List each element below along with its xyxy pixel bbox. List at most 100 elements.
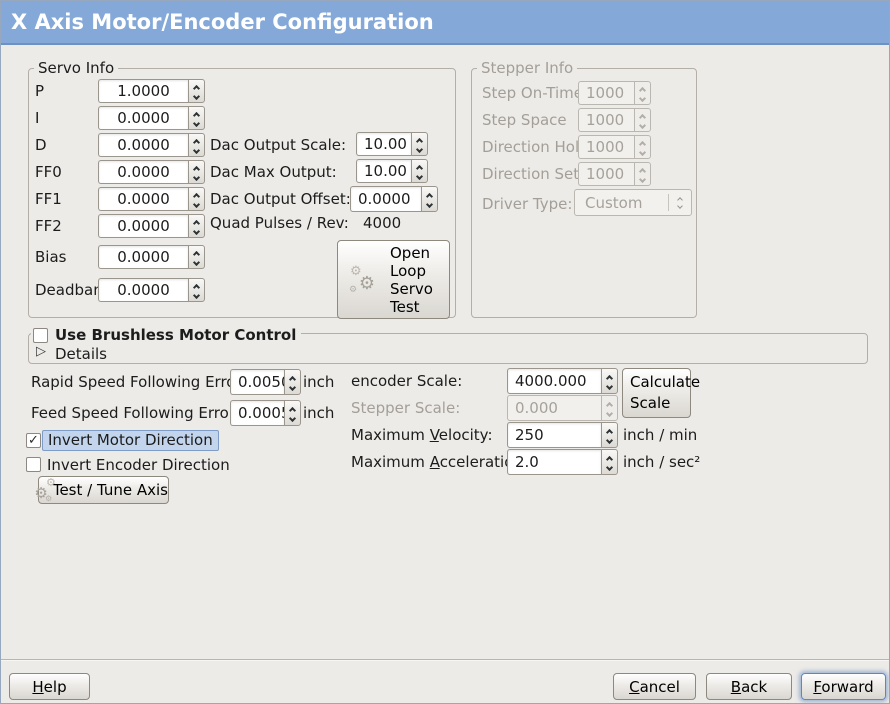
feed-following-error-input[interactable]: 0.0005 — [230, 400, 284, 426]
d-input[interactable]: 0.0000 — [98, 133, 188, 157]
rapid-following-error-spinbox[interactable]: 0.0050 — [230, 369, 301, 395]
bias-spinbox[interactable]: 0.0000 — [98, 245, 205, 269]
step-on-time-label: Step On-Time — [482, 84, 583, 102]
direction-hold-spinbox: 1000 — [578, 135, 651, 159]
dac-max-output-label: Dac Max Output: — [210, 163, 337, 181]
direction-setup-spin-buttons — [634, 162, 651, 186]
dac-output-offset-input[interactable]: 0.0000 — [350, 186, 421, 212]
max-velocity-spinbox[interactable]: 250 — [507, 422, 618, 448]
p-input[interactable]: 1.0000 — [98, 79, 188, 103]
encoder-scale-input[interactable]: 4000.000 — [507, 368, 601, 394]
dac-max-output-input[interactable]: 10.00 — [356, 159, 411, 183]
deadband-spinbox[interactable]: 0.0000 — [98, 278, 205, 302]
stepper-scale-spinbox: 0.000 — [507, 395, 618, 421]
rapid-following-error-label: Rapid Speed Following Error: — [31, 373, 247, 391]
dac-max-output-spin-buttons[interactable] — [411, 159, 428, 183]
ff0-label: FF0 — [35, 163, 62, 181]
check-icon: ✓ — [28, 433, 39, 448]
feed-following-error-spin-buttons[interactable] — [284, 400, 301, 426]
header-bar: X Axis Motor/Encoder Configuration — [1, 1, 889, 45]
dac-output-scale-spin-buttons[interactable] — [411, 132, 428, 156]
rapid-following-error-unit: inch — [303, 373, 335, 391]
dac-output-offset-spin-buttons[interactable] — [421, 186, 438, 212]
forward-button[interactable]: Forward — [801, 673, 886, 700]
action-area-separator — [1, 659, 889, 660]
test-tune-axis-button[interactable]: ⚙⚙⚙ Test / Tune Axis — [34, 476, 169, 504]
max-velocity-spin-buttons[interactable] — [601, 422, 618, 448]
dac-output-scale-spinbox[interactable]: 10.00 — [356, 132, 428, 156]
details-expander-label[interactable]: Details — [55, 345, 108, 363]
d-spinbox[interactable]: 0.0000 — [98, 133, 205, 157]
ff2-spinbox[interactable]: 0.0000 — [98, 214, 205, 238]
dac-max-output-spinbox[interactable]: 10.00 — [356, 159, 428, 183]
step-space-spinbox: 1000 — [578, 108, 651, 132]
step-space-input: 1000 — [578, 108, 634, 132]
step-on-time-input: 1000 — [578, 81, 634, 105]
stepper-scale-label: Stepper Scale: — [351, 399, 461, 417]
test-tune-axis-label: Test / Tune Axis — [52, 481, 168, 499]
bias-spin-buttons[interactable] — [188, 245, 205, 269]
encoder-scale-spin-buttons[interactable] — [601, 368, 618, 394]
cancel-button[interactable]: Cancel — [613, 673, 696, 700]
quad-pulses-label: Quad Pulses / Rev: — [210, 214, 349, 232]
feed-following-error-spinbox[interactable]: 0.0005 — [230, 400, 301, 426]
bias-label: Bias — [35, 248, 67, 266]
help-button[interactable]: Help — [9, 673, 90, 700]
ff2-input[interactable]: 0.0000 — [98, 214, 188, 238]
max-acceleration-spinbox[interactable]: 2.0 — [507, 449, 618, 475]
ff1-spinbox[interactable]: 0.0000 — [98, 187, 205, 211]
invert-encoder-checkbox[interactable] — [26, 457, 41, 472]
dac-output-scale-label: Dac Output Scale: — [210, 136, 347, 154]
p-label: P — [35, 82, 45, 100]
calculate-scale-button[interactable]: Calculate Scale — [622, 368, 700, 418]
max-velocity-input[interactable]: 250 — [507, 422, 601, 448]
dac-output-scale-input[interactable]: 10.00 — [356, 132, 411, 156]
invert-motor-label[interactable]: Invert Motor Direction — [42, 430, 219, 451]
p-spinbox[interactable]: 1.0000 — [98, 79, 205, 103]
direction-hold-label: Direction Hold — [482, 138, 589, 156]
max-acceleration-spin-buttons[interactable] — [601, 449, 618, 475]
step-space-label: Step Space — [482, 111, 567, 129]
i-spinbox[interactable]: 0.0000 — [98, 106, 205, 130]
action-area-separator-highlight — [1, 660, 889, 661]
dac-output-offset-spinbox[interactable]: 0.0000 — [350, 186, 438, 212]
ff0-input[interactable]: 0.0000 — [98, 160, 188, 184]
i-spin-buttons[interactable] — [188, 106, 205, 130]
d-spin-buttons[interactable] — [188, 133, 205, 157]
rapid-following-error-spin-buttons[interactable] — [284, 369, 301, 395]
ff1-input[interactable]: 0.0000 — [98, 187, 188, 211]
direction-hold-input: 1000 — [578, 135, 634, 159]
back-button[interactable]: Back — [706, 673, 792, 700]
dac-output-offset-label: Dac Output Offset: — [210, 190, 351, 208]
quad-pulses-value: 4000 — [363, 214, 402, 232]
feed-following-error-label: Feed Speed Following Error: — [31, 404, 240, 422]
max-acceleration-input[interactable]: 2.0 — [507, 449, 601, 475]
driver-type-combobox: Custom — [574, 189, 692, 216]
rapid-following-error-input[interactable]: 0.0050 — [230, 369, 284, 395]
i-label: I — [35, 109, 40, 127]
encoder-scale-spinbox[interactable]: 4000.000 — [507, 368, 618, 394]
bias-input[interactable]: 0.0000 — [98, 245, 188, 269]
use-brushless-checkbox[interactable] — [33, 327, 48, 343]
open-loop-servo-test-button[interactable]: ⚙⚙⚙ Open Loop Servo Test — [337, 240, 450, 319]
deadband-input[interactable]: 0.0000 — [98, 278, 188, 302]
combo-arrows-icon — [669, 196, 691, 209]
p-spin-buttons[interactable] — [188, 79, 205, 103]
ff2-spin-buttons[interactable] — [188, 214, 205, 238]
stepper-scale-input: 0.000 — [507, 395, 601, 421]
invert-motor-checkbox[interactable]: ✓ — [26, 433, 41, 448]
details-expander-icon[interactable]: ▷ — [36, 344, 46, 359]
ff0-spin-buttons[interactable] — [188, 160, 205, 184]
deadband-label: Deadband — [35, 281, 113, 299]
feed-following-error-unit: inch — [303, 404, 335, 422]
stepper-info-frame-title: Stepper Info — [477, 60, 578, 77]
ff1-spin-buttons[interactable] — [188, 187, 205, 211]
ff0-spinbox[interactable]: 0.0000 — [98, 160, 205, 184]
use-brushless-label: Use Brushless Motor Control — [55, 326, 297, 344]
ff2-label: FF2 — [35, 217, 62, 235]
deadband-spin-buttons[interactable] — [188, 278, 205, 302]
invert-encoder-label[interactable]: Invert Encoder Direction — [47, 456, 230, 474]
max-acceleration-label: Maximum Acceleration: — [351, 453, 528, 471]
i-input[interactable]: 0.0000 — [98, 106, 188, 130]
